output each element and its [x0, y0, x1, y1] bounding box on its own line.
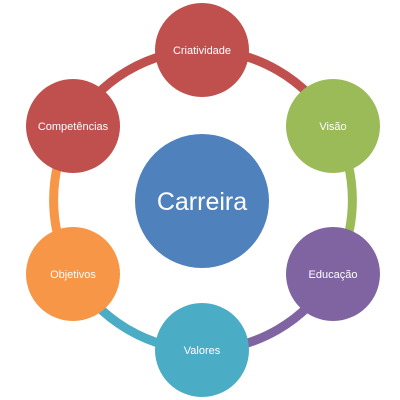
node-competencias: Competências: [26, 79, 120, 173]
node-label-valores: Valores: [184, 345, 221, 357]
node-educacao: Educação: [286, 227, 380, 321]
node-circle-criatividade: [155, 3, 249, 97]
node-circle-visao: [286, 79, 380, 173]
node-visao: Visão: [286, 79, 380, 173]
node-valores: Valores: [155, 303, 249, 397]
node-circle-competencias: [26, 79, 120, 173]
center-label: Carreira: [157, 188, 247, 216]
node-label-objetivos: Objetivos: [50, 269, 96, 281]
node-circle-educacao: [286, 227, 380, 321]
node-criatividade: Criatividade: [155, 3, 249, 97]
node-label-criatividade: Criatividade: [173, 45, 231, 57]
node-circle-valores: [155, 303, 249, 397]
node-circle-objetivos: [26, 227, 120, 321]
node-label-visao: Visão: [319, 121, 346, 133]
node-objetivos: Objetivos: [26, 227, 120, 321]
node-label-educacao: Educação: [309, 269, 358, 281]
center-node: Carreira: [135, 134, 269, 268]
center-circle: [135, 134, 269, 268]
node-label-competencias: Competências: [38, 121, 109, 133]
